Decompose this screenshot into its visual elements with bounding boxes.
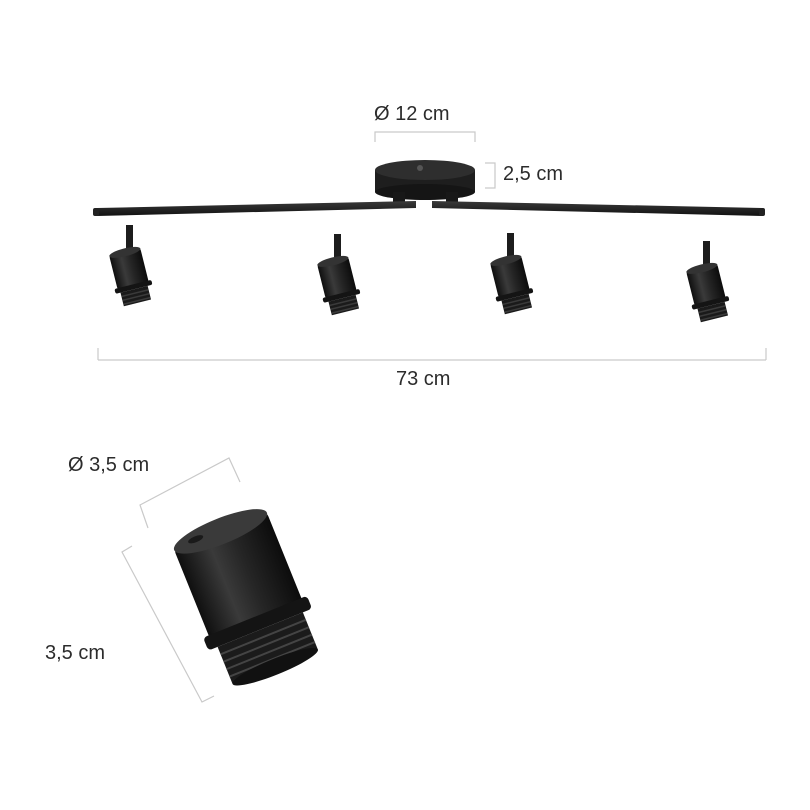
total-length-dimension-line — [97, 348, 767, 361]
socket-height-dimension-line — [121, 545, 215, 703]
total-length-label: 73 cm — [396, 368, 451, 390]
socket-height-label: 3,5 cm — [45, 642, 106, 664]
base-height-dimension-line — [485, 162, 496, 189]
socket-diameter-dimension-line — [139, 457, 241, 529]
spotlight-head-4 — [681, 240, 734, 325]
base-height-label: 2,5 cm — [503, 163, 564, 185]
base-diameter-dimension-line — [374, 131, 476, 142]
socket-diameter-label: Ø 3,5 cm — [68, 454, 150, 476]
base-diameter-label: Ø 12 cm — [374, 103, 450, 125]
socket-closeup — [173, 509, 318, 686]
spotlight-head-2 — [312, 233, 365, 318]
spotlight-head-1 — [104, 224, 157, 309]
ceiling-canopy — [375, 160, 475, 202]
spotlight-head-3 — [485, 232, 538, 317]
track-bar — [93, 201, 765, 216]
